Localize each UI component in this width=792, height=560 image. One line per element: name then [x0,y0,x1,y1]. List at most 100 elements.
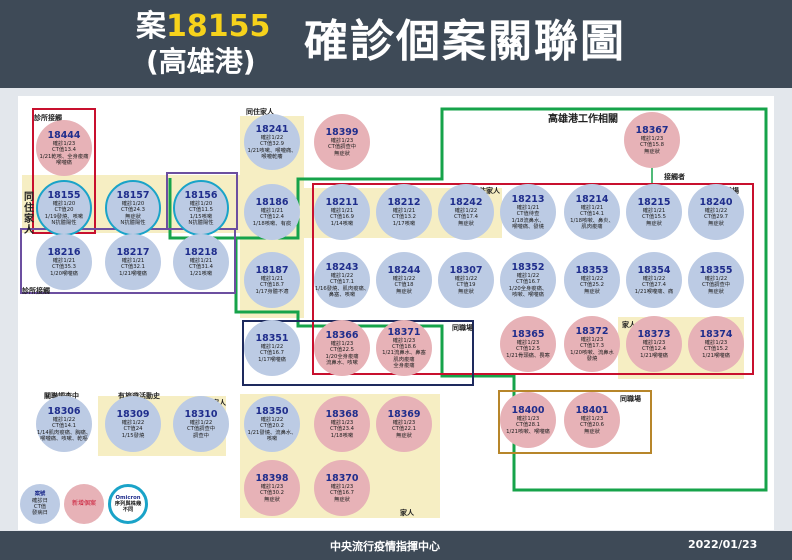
case-id: 18215 [637,197,671,209]
case-detail-line: CT值24 [123,426,143,433]
case-id: 18307 [449,265,483,277]
case-detail-line: 1/21咳嗽 [189,270,213,277]
case-detail-line: 無症狀 [644,148,660,155]
label-same-field-c: 同職場 [620,395,641,403]
label-household-top: 同住家人 [246,108,274,116]
case-detail-line: CT值12.4 [641,346,667,353]
case-detail-line: CT值30.2 [259,490,285,497]
case-detail-line: 無症狀 [125,213,141,220]
case-detail-line: 1/21喉嚨痛 [640,352,668,359]
legend-new-label: 新增個案 [71,499,96,507]
case-detail-line: 確診1/21 [260,276,284,283]
footer-agency: 中央流行疫情指揮中心 [330,540,440,553]
case-detail-line: CT值23.4 [329,426,355,433]
case-id: 18309 [116,409,150,421]
case-detail-line: CT值18 [394,282,414,289]
case-detail-line: 1/18咳嗽、有痰 [252,220,292,227]
case-detail-line: 確診1/22 [454,208,478,215]
case-detail-line: 確診1/21 [330,208,354,215]
case-id: 18187 [255,265,289,277]
label-clinic-top: 診所接觸 [34,114,62,122]
page-title: 確診個案關聯圖 [304,16,626,67]
case-detail-line: CT值待查 [516,211,540,218]
footer-bar [0,531,792,560]
label-same-field-b: 同職場 [452,324,473,332]
case-detail-line: 確診1/21 [260,208,284,215]
label-household-mid: 同住家人 [472,187,500,195]
legend-omicron-line: 不同 [122,507,134,514]
case-id: 18306 [47,405,81,417]
case-detail-line: CT值22.5 [329,347,355,354]
case-id: 18368 [325,409,359,421]
case-id: 18366 [325,329,359,341]
case-id: 18374 [699,329,733,341]
case-detail-line: CT值29.7 [703,214,729,221]
case-detail-line: 咳嗽、喉嚨痛 [512,291,544,298]
case-detail-line: CT值20.6 [579,422,605,429]
case-detail-line: 1/21骨頭痛、畏寒 [506,352,550,359]
case-id: 18398 [255,473,289,485]
case-id: 18371 [387,326,421,338]
same-field-frame-3 [498,390,652,454]
legend-omicron: Omicron 序列與株幾 不同 [108,484,148,524]
case-detail-line: 無症狀 [584,288,600,295]
case-detail-line: 1/18咳嗽 [330,432,354,439]
case-detail-line: 確診1/22 [52,416,76,423]
case-id: 18369 [387,409,421,421]
case-detail-line: 1/21乾咳、全身痠痛 [39,153,89,160]
case-detail-line: 無症狀 [396,288,412,295]
case-detail-line: 確診1/21 [642,208,666,215]
case-detail-line: 肌肉痠痛 [393,356,415,363]
case-detail-line: 確診1/21 [516,204,540,211]
case-detail-line: 喉嚨痛、發燒 [512,223,544,230]
case-id: 18244 [387,265,421,277]
case-detail-line: 確診1/22 [189,420,213,427]
case-id: 18352 [511,261,545,273]
case-detail-line: 確診1/23 [330,420,354,427]
case-detail-line: 流鼻水、咳嗽 [326,359,358,366]
case-detail-line: 確診1/21 [580,204,604,211]
case-detail-line: 1/20咳嗽、流鼻水 [570,349,614,356]
case-detail-line: CT值20.2 [259,423,285,430]
case-detail-line: 確診1/20 [189,200,213,207]
case-detail-line: 1/17咳嗽 [392,220,416,227]
case-detail-line: 確診1/23 [642,340,666,347]
case-detail-line: 確診1/22 [642,276,666,283]
case-id: 18240 [699,197,733,209]
case-detail-line: 確診1/21 [392,208,416,215]
case-detail-line: 1/16發燒、肌肉痠痛、 [314,285,370,292]
case-id: 18243 [325,261,359,273]
case-detail-line: CT值22.1 [391,426,417,433]
case-detail-line: CT值15.2 [703,346,729,353]
footer-date: 2022/01/23 [688,538,758,551]
case-detail-line: CT值17.3 [579,343,605,350]
case-detail-line: 確診1/23 [580,416,604,423]
case-detail-line: 1/21咳嗽、喉嚨痛、 [247,147,297,154]
case-id: 18353 [575,265,609,277]
case-detail-line: CT值14.1 [51,423,77,430]
case-detail-line: 確診1/22 [260,134,284,141]
case-detail-line: 喉嚨乾癢 [261,153,283,160]
case-detail-line: CT值28.1 [515,422,541,429]
case-detail-line: N抗體陽性 [188,219,214,226]
case-id: 18241 [255,123,289,135]
case-detail-line: N抗體陽性 [51,219,77,226]
legend-new-case: 新增個案 [64,484,104,524]
